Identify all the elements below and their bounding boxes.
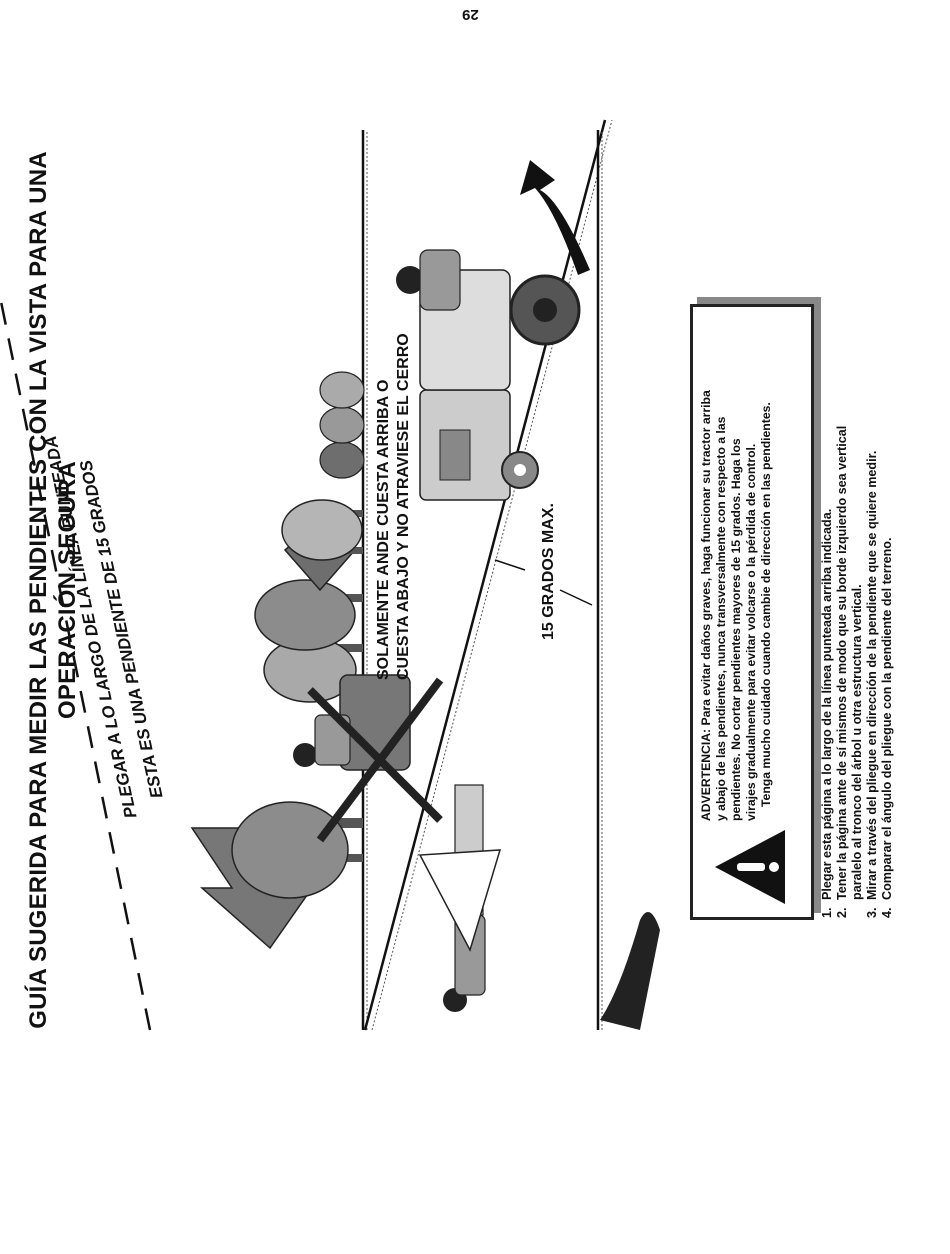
shadow [600, 912, 660, 1030]
person-measuring [418, 784, 502, 1012]
warning-line-3: pendientes. No cortar pendientes mayores… [729, 438, 743, 821]
warning-line-5: Tenga mucho cuidado cuando cambie de dir… [759, 402, 773, 807]
warning-box: ADVERTENCIA: Para evitar daños graves, h… [690, 304, 814, 920]
downhill-arrow [520, 160, 590, 275]
grade-arrow-upper [494, 559, 526, 571]
warning-line-1: ADVERTENCIA: Para evitar daños graves, h… [699, 390, 713, 821]
slope-illustration [0, 119, 660, 1031]
tractor-crossed-out [293, 674, 444, 843]
page-number: 29 [462, 6, 479, 23]
step-item-continued: paralelo al tronco del árbol u otra estr… [850, 584, 864, 900]
tractor-on-slope [396, 249, 581, 501]
tree-round-4 [281, 499, 363, 561]
warning-text: ADVERTENCIA: Para evitar daños graves, h… [699, 315, 774, 821]
slope-line [363, 119, 607, 1031]
grade-arrow-lower [559, 589, 593, 606]
bush-group [319, 371, 365, 479]
step-item: 4.Comparar el ángulo del pliegue con la … [880, 537, 894, 919]
warning-triangle-icon [715, 830, 785, 904]
instruction-steps: 1.Plegar esta página a lo largo de la lí… [820, 198, 895, 918]
step-item: 2.Tener la página ante de sí mismos de m… [835, 425, 849, 918]
step-item: 3.Mirar a través del pliegue en direcció… [865, 450, 879, 918]
direction-caption-2: CUESTA ABAJO Y NO ATRAVIESE EL CERRO [395, 333, 412, 680]
tree-round-3 [254, 579, 363, 651]
warning-line-4: virajes gradualmente para evitar volcars… [744, 443, 758, 821]
warning-line-2: y abajo de las pendientes, nunca transve… [714, 416, 728, 821]
direction-caption-1: SOLAMENTE ANDE CUESTA ARRIBA O [375, 379, 392, 680]
rotated-sheet: GUÍA SUGERIDA PARA MEDIR LAS PENDIENTES … [0, 50, 894, 1150]
fold-dashed-line [0, 149, 152, 1031]
max-grade-label: 15 GRADOS MAX. [540, 503, 557, 640]
step-item: 1.Plegar esta página a lo largo de la lí… [820, 508, 834, 918]
tree-round-1 [231, 801, 363, 899]
